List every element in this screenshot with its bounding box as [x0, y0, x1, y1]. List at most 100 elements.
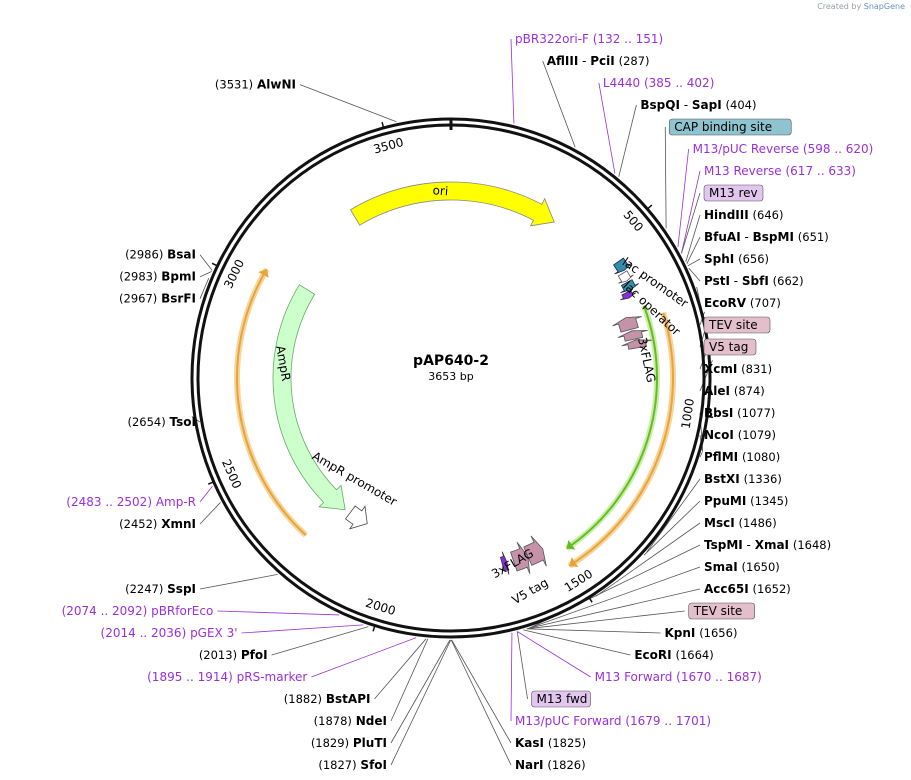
- tick-label: 3500: [372, 135, 405, 156]
- site-label: BspQI - SapI (404): [640, 98, 756, 112]
- site-leader: [664, 126, 667, 229]
- svg-text:M13 Forward (1670 .. 1687): M13 Forward (1670 .. 1687): [595, 670, 762, 684]
- svg-text:M13 rev: M13 rev: [709, 186, 758, 200]
- site-leader: [199, 502, 221, 525]
- site-label: SphI (656): [704, 252, 769, 266]
- site-leader: [526, 628, 661, 634]
- site-leader: [681, 192, 701, 254]
- feature-box-label: V5 tag: [703, 338, 757, 356]
- orf-arrowhead-right: [569, 557, 579, 568]
- svg-text:(1829) PluTI: (1829) PluTI: [311, 736, 387, 750]
- primer-leader: [516, 631, 591, 678]
- site-label: XcmI (831): [704, 362, 772, 376]
- cap-block: [613, 257, 633, 275]
- site-leader: [523, 629, 631, 656]
- primer-label: M13 Forward (1670 .. 1687): [595, 670, 762, 684]
- svg-text:M13 fwd: M13 fwd: [537, 692, 588, 706]
- tick-mark: [588, 596, 593, 603]
- svg-text:PpuMI (1345): PpuMI (1345): [704, 494, 788, 508]
- site-label: (2983) BpmI: [119, 270, 196, 284]
- lac-promoter-block: [617, 270, 634, 284]
- site-leader: [390, 639, 452, 766]
- site-leader: [542, 60, 576, 148]
- primer-leader: [681, 170, 701, 254]
- primer-label: (2074 .. 2092) pBRforEco: [62, 604, 214, 618]
- primer-label: pBR322ori-F (132 .. 151): [515, 32, 663, 46]
- primer-label: M13/pUC Forward (1679 .. 1701): [515, 714, 711, 728]
- site-label: MscI (1486): [704, 516, 777, 530]
- site-label: (1829) PluTI: [311, 736, 387, 750]
- site-leader: [646, 478, 701, 553]
- site-label: NarI (1826): [515, 758, 586, 772]
- primer-label: M13/pUC Reverse (598 .. 620): [693, 142, 874, 156]
- svg-text:(2247) SspI: (2247) SspI: [125, 582, 196, 596]
- primer-label: (1895 .. 1914) pRS-marker: [147, 670, 307, 684]
- feature-box-label: TEV site: [688, 602, 755, 620]
- svg-text:PstI - SbfI (662): PstI - SbfI (662): [704, 274, 804, 288]
- site-label: (1878) NdeI: [314, 714, 387, 728]
- primer-label: M13 Reverse (617 .. 633): [704, 164, 856, 178]
- tick-label: 2000: [364, 596, 397, 618]
- svg-text:BspQI - SapI (404): BspQI - SapI (404): [640, 98, 756, 112]
- features: [234, 181, 676, 575]
- site-label: (2654) TsoI: [127, 415, 196, 429]
- svg-text:CAP binding site: CAP binding site: [674, 120, 772, 134]
- site-leader: [528, 588, 701, 629]
- site-leader: [199, 574, 278, 590]
- svg-text:(2452) XmnI: (2452) XmnI: [119, 517, 196, 531]
- svg-text:BstXI (1336): BstXI (1336): [704, 472, 782, 486]
- site-leader: [450, 639, 512, 766]
- leader-lines: [191, 38, 713, 766]
- site-label: AleI (874): [704, 384, 765, 398]
- svg-text:NcoI (1079): NcoI (1079): [704, 428, 776, 442]
- site-leader: [686, 236, 701, 264]
- svg-text:(2074 .. 2092) pBRforEco: (2074 .. 2092) pBRforEco: [62, 604, 214, 618]
- svg-text:BfuAI - BspMI (651): BfuAI - BspMI (651): [704, 230, 829, 244]
- svg-text:(1827) SfoI: (1827) SfoI: [318, 758, 387, 772]
- primer-label: (2014 .. 2036) pGEX 3': [101, 626, 238, 640]
- primer-leader: [199, 486, 213, 503]
- tick-label: 1000: [679, 397, 697, 429]
- tick-mark: [207, 481, 215, 485]
- svg-text:M13/pUC Forward (1679 .. 170: M13/pUC Forward (1679 .. 1701): [515, 714, 711, 728]
- svg-text:(2654) TsoI: (2654) TsoI: [127, 415, 196, 429]
- tick-mark: [381, 121, 385, 129]
- svg-text:M13 Reverse (617 .. 633): M13 Reverse (617 .. 633): [704, 164, 856, 178]
- svg-text:(3531) AlwNI: (3531) AlwNI: [215, 78, 296, 92]
- site-label: EcoRI (1664): [634, 648, 713, 662]
- site-label: TspMI - XmaI (1648): [704, 538, 831, 552]
- site-label: (2967) BsrFI: [119, 292, 196, 306]
- site-leader: [390, 638, 429, 722]
- feature-box-label: CAP binding site: [668, 118, 792, 136]
- site-label: NcoI (1079): [704, 428, 776, 442]
- site-label: KpnI (1656): [664, 626, 737, 640]
- svg-text:AflIII - PciI (287): AflIII - PciI (287): [547, 54, 650, 68]
- svg-text:SphI (656): SphI (656): [704, 252, 769, 266]
- site-label: AflIII - PciI (287): [547, 54, 650, 68]
- svg-text:(2013) PfoI: (2013) PfoI: [199, 648, 268, 662]
- svg-text:KasI (1825): KasI (1825): [515, 736, 586, 750]
- features-ampr-label: AmpR: [273, 344, 293, 382]
- site-leader: [271, 626, 369, 656]
- svg-text:NarI (1826): NarI (1826): [515, 758, 586, 772]
- site-label: (2452) XmnI: [119, 517, 196, 531]
- features-ori-label: ori: [432, 183, 449, 198]
- primer-leader: [510, 632, 513, 722]
- svg-text:TEV site: TEV site: [693, 604, 743, 618]
- tick-mark: [372, 625, 376, 632]
- svg-text:AleI (874): AleI (874): [704, 384, 765, 398]
- rev-primer-block: [620, 289, 637, 301]
- primer-label: (2483 .. 2502) Amp-R: [66, 495, 196, 509]
- orf-arc-left: [236, 268, 307, 536]
- svg-text:(2014 .. 2036) pGEX 3': (2014 .. 2036) pGEX 3': [101, 626, 238, 640]
- ampr-promoter-feature: [344, 505, 368, 530]
- orf-arc-right: [568, 312, 674, 567]
- svg-text:(2967) BsrFI: (2967) BsrFI: [119, 292, 196, 306]
- primer-label: L4440 (385 .. 402): [603, 76, 714, 90]
- svg-text:Acc65I (1652): Acc65I (1652): [704, 582, 791, 596]
- svg-text:(1882) BstAPI: (1882) BstAPI: [284, 692, 371, 706]
- plasmid-name: pAP640-2: [413, 353, 489, 369]
- svg-text:(2983) BpmI: (2983) BpmI: [119, 270, 196, 284]
- ampr-feature: [272, 284, 346, 511]
